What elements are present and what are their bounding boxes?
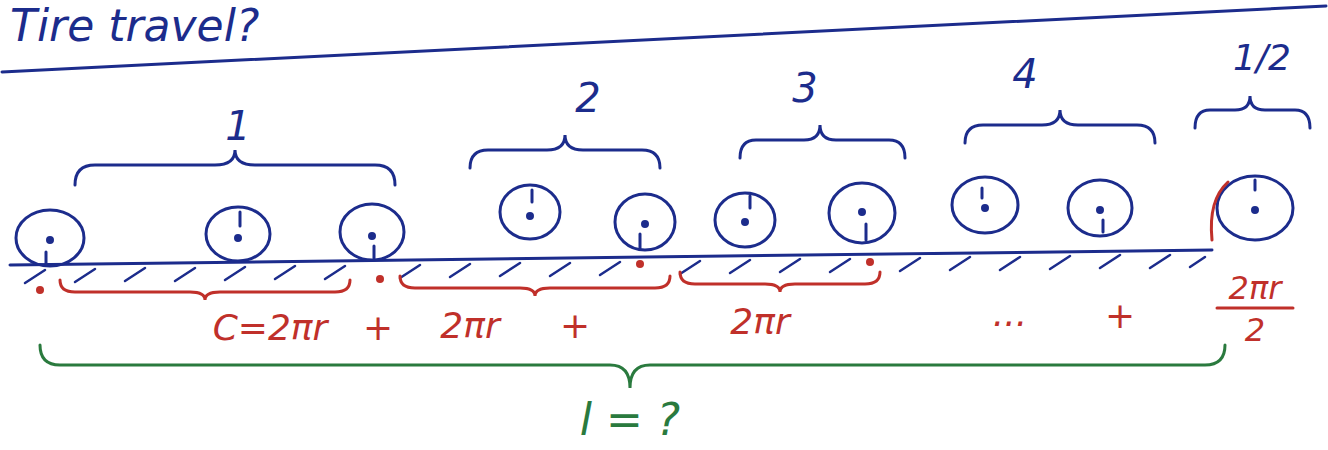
rotation-braces (75, 96, 1310, 185)
circumference-braces (60, 272, 880, 300)
ground-line (10, 250, 1212, 265)
plus-sign: + (1105, 298, 1135, 334)
rotation-number: 4 (1012, 54, 1037, 94)
half-circumference-denominator: 2 (1245, 314, 1265, 346)
rotation-number: 2 (575, 78, 600, 118)
rotation-number: 3 (792, 68, 817, 108)
plus-sign: + (560, 308, 590, 344)
total-length-label: l = ? (580, 398, 680, 442)
title: Tire travel? (10, 4, 259, 48)
ellipsis: ... (993, 296, 1027, 332)
rotation-number: 1 (225, 106, 250, 146)
circumference-label: 2πr (440, 308, 499, 344)
ground-hatching (25, 255, 1205, 283)
circumference-label: 2πr (730, 304, 789, 340)
half-turn-arc (1211, 182, 1228, 240)
tire-marks (46, 180, 1258, 264)
plus-sign: + (363, 310, 393, 346)
fraction-bar (1217, 307, 1293, 310)
tire-circles (16, 176, 1293, 266)
total-length-brace (40, 345, 1225, 388)
circumference-label: C=2πr (213, 310, 328, 346)
rotation-fraction: 1/2 (1233, 40, 1291, 76)
half-circumference-numerator: 2πr (1229, 272, 1282, 304)
